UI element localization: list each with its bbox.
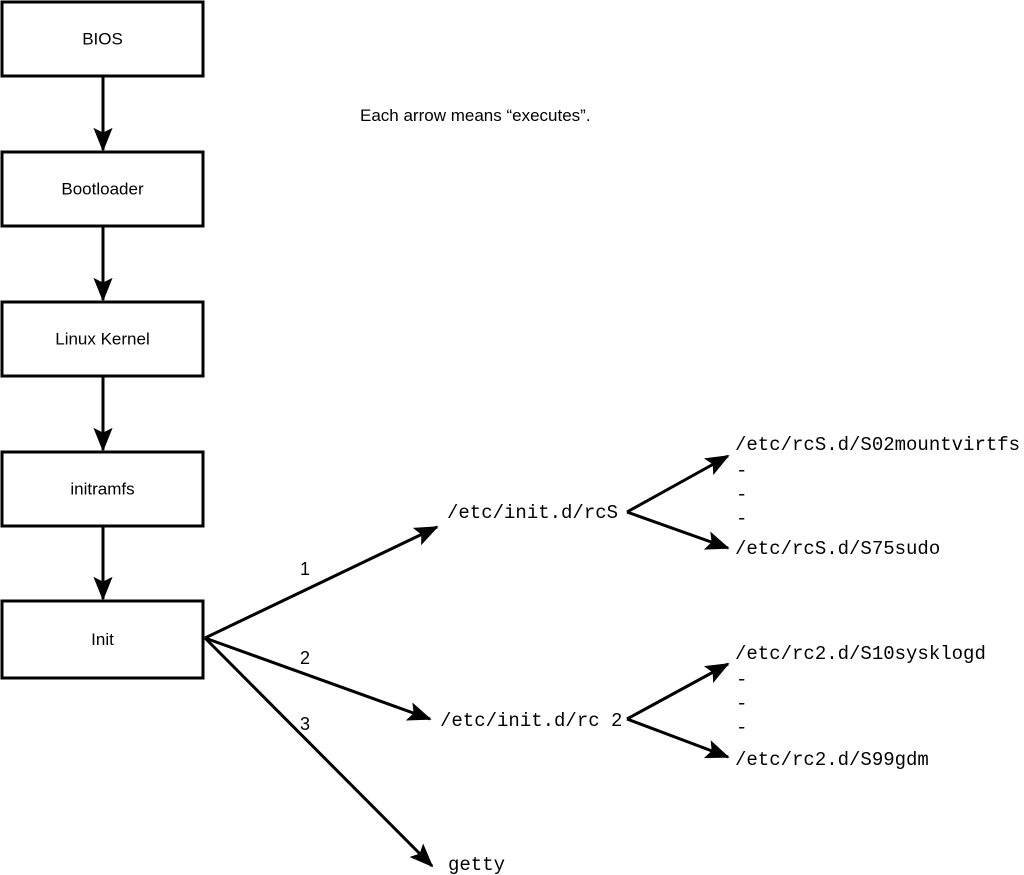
branch-group-branch-3: 3 getty — [203, 636, 505, 875]
node-bootloader[interactable]: Bootloader — [0, 150, 205, 228]
branch-arrows-group: 1/etc/init.d/rcS/etc/rcS.d/S02mountvirtf… — [203, 434, 1020, 875]
ellipsis-dash-branch-2-0: - — [736, 669, 747, 691]
ellipsis-dash-branch-2-2: - — [736, 717, 747, 739]
edge-number-3: 3 — [300, 714, 310, 734]
node-label-initramfs: initramfs — [70, 479, 134, 498]
node-label-init: Init — [91, 630, 114, 649]
edge-number-1: 1 — [300, 559, 310, 579]
arrow-rc2-first — [626, 662, 730, 721]
edge-number-2: 2 — [300, 648, 310, 668]
node-box-bios — [0, 0, 205, 78]
ellipsis-dash-branch-2-1: - — [736, 693, 747, 715]
ellipsis-dash-branch-1-2: - — [736, 508, 747, 530]
node-initramfs[interactable]: initramfs — [0, 450, 205, 528]
node-bios[interactable]: BIOS — [0, 0, 205, 78]
node-init[interactable]: Init — [0, 599, 205, 680]
target-label-branch-1: /etc/init.d/rcS — [447, 502, 618, 524]
ellipsis-dash-branch-1-0: - — [736, 460, 747, 482]
node-box-init — [0, 599, 205, 680]
target-label-branch-2: /etc/init.d/rc 2 — [440, 710, 622, 732]
node-box-initramfs — [0, 450, 205, 528]
arrow-init-to-branch-1 — [204, 525, 439, 640]
arrow-init-to-branch-3 — [203, 636, 434, 868]
script-label-rc2-first: /etc/rc2.d/S10sysklogd — [735, 643, 986, 665]
arrow-rcS-last — [626, 510, 730, 550]
script-label-rcS-last: /etc/rcS.d/S75sudo — [735, 538, 940, 560]
script-label-rcS-first: /etc/rcS.d/S02mountvirtfs — [735, 434, 1020, 456]
target-label-branch-3: getty — [448, 854, 505, 875]
arrow-rc2-last — [626, 717, 730, 759]
node-label-bootloader: Bootloader — [61, 179, 144, 198]
node-kernel[interactable]: Linux Kernel — [0, 300, 205, 378]
script-label-rc2-last: /etc/rc2.d/S99gdm — [735, 749, 929, 771]
ellipsis-dash-branch-1-1: - — [736, 484, 747, 506]
arrow-init-to-branch-2 — [204, 636, 432, 721]
node-box-kernel — [0, 300, 205, 378]
arrow-rcS-first — [626, 454, 730, 514]
node-label-bios: BIOS — [82, 29, 123, 48]
branch-group-branch-1: 1/etc/init.d/rcS/etc/rcS.d/S02mountvirtf… — [204, 434, 1020, 640]
node-label-kernel: Linux Kernel — [55, 329, 150, 348]
branch-group-branch-2: 2/etc/init.d/rc 2/etc/rc2.d/S10sysklogd /… — [204, 636, 986, 771]
diagram-caption: Each arrow means “executes”. — [360, 106, 591, 125]
